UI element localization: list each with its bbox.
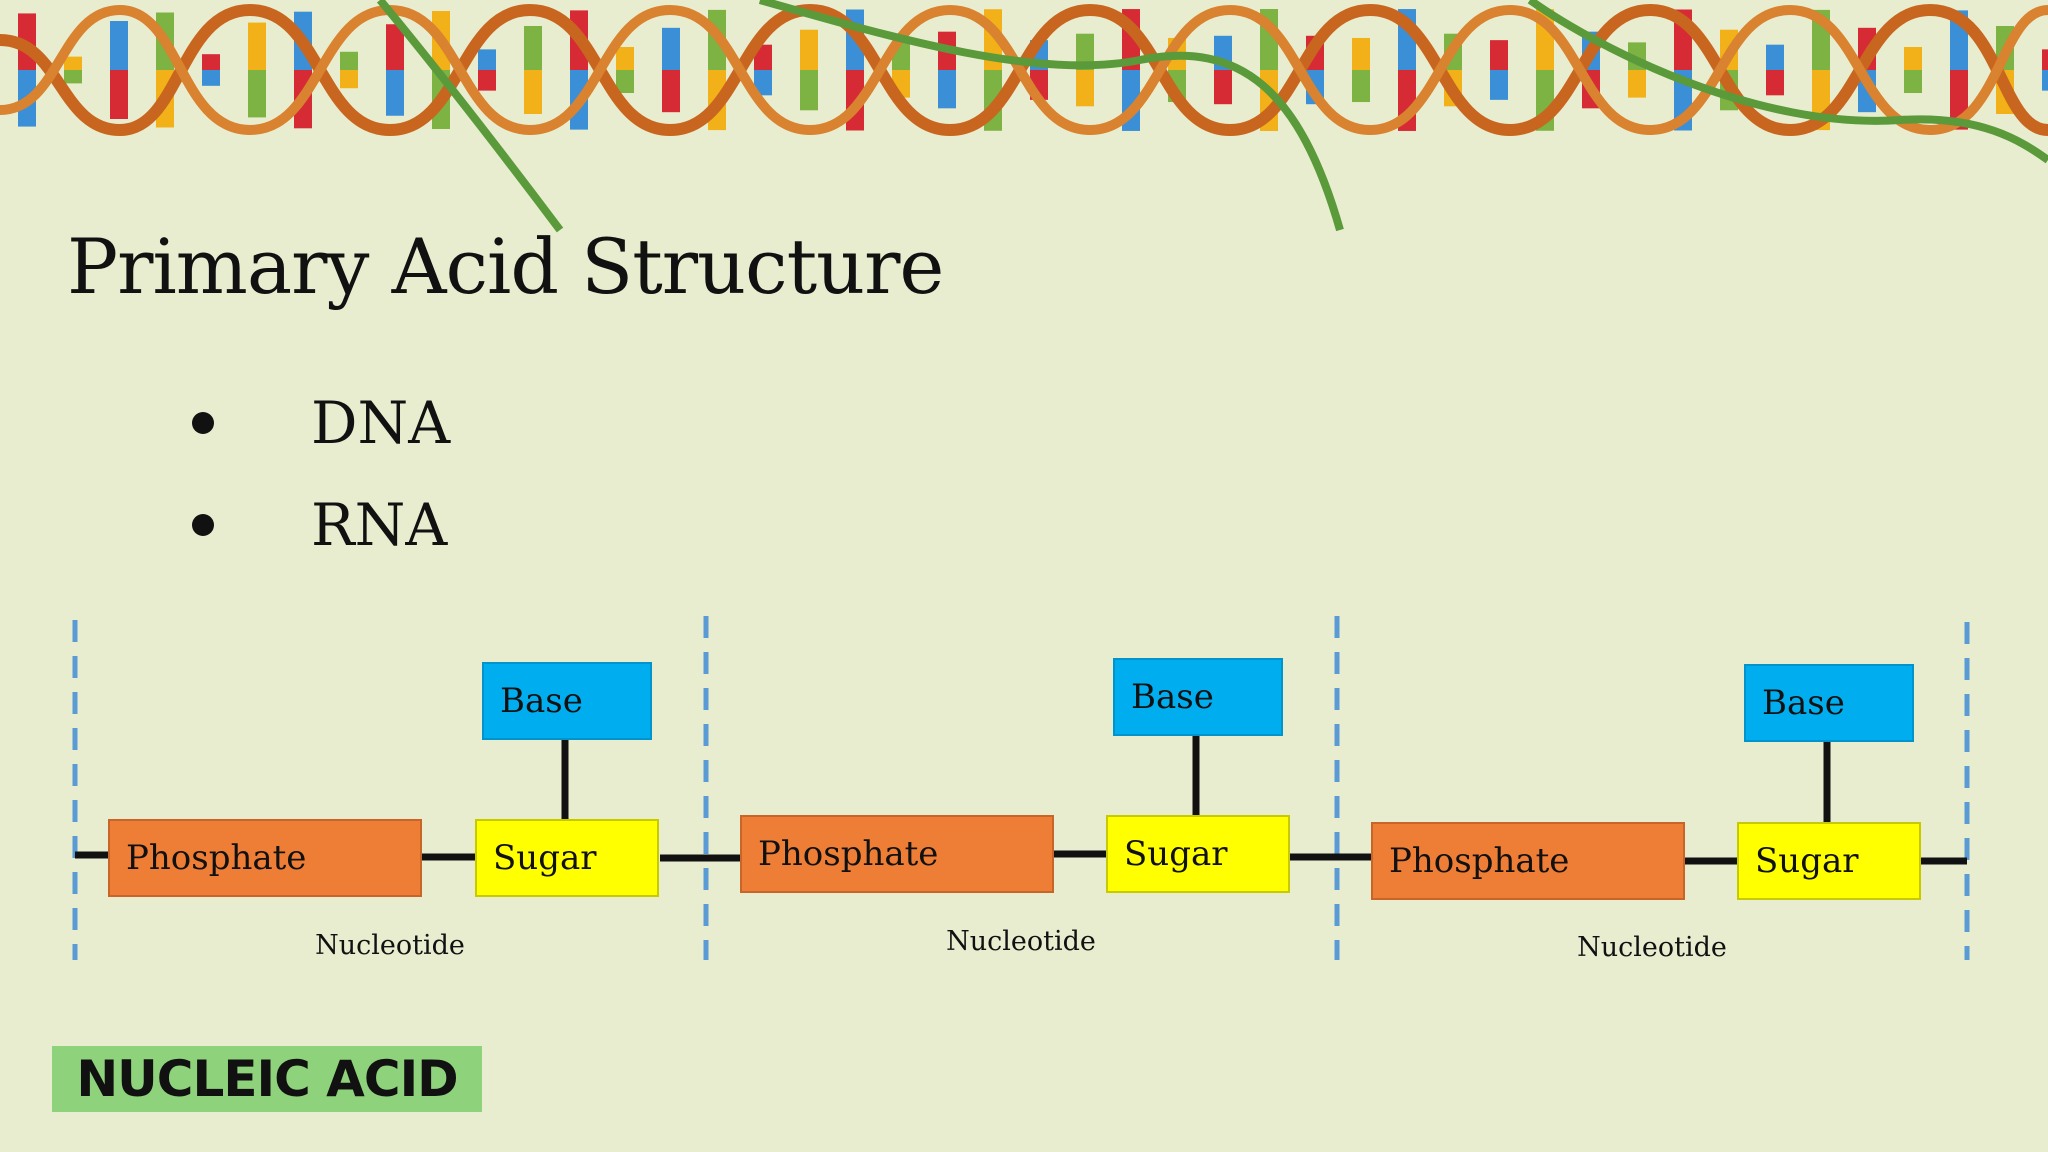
helix-rung — [938, 70, 956, 109]
sugar-box: Sugar — [475, 819, 659, 897]
helix-rung — [386, 70, 404, 116]
helix-rung — [1214, 70, 1232, 105]
base-box: Base — [1744, 664, 1914, 742]
helix-rung — [524, 25, 542, 70]
bullet-text: DNA — [311, 389, 451, 457]
helix-rung — [800, 70, 818, 111]
helix-rung — [1628, 70, 1646, 98]
helix-green-strand-2 — [758, 0, 1344, 232]
bullet-text: RNA — [311, 491, 448, 559]
nucleotide-label: Nucleotide — [1577, 932, 1727, 963]
sugar-box: Sugar — [1106, 815, 1290, 893]
dna-helix-banner — [0, 0, 2048, 233]
helix-green-strand-3 — [1527, 0, 2048, 164]
phosphate-box: Phosphate — [108, 819, 422, 897]
helix-backbone-b — [0, 4, 2048, 136]
helix-rung — [1490, 40, 1508, 70]
helix-rung — [662, 70, 680, 113]
helix-rung — [800, 29, 818, 70]
base-box: Base — [482, 662, 652, 740]
bullet-list: DNA RNA — [192, 372, 450, 576]
helix-rung — [616, 47, 634, 70]
helix-rung — [524, 70, 542, 115]
helix-rung — [248, 22, 266, 70]
helix-rung — [478, 70, 496, 91]
helix-rung — [754, 70, 772, 96]
nucleotide-label: Nucleotide — [315, 930, 465, 961]
slide-title: Primary Acid Structure — [67, 222, 944, 311]
helix-rung — [110, 20, 128, 70]
helix-rung — [64, 70, 82, 84]
helix-rung — [202, 70, 220, 86]
helix-rung — [1766, 44, 1784, 70]
bullet-item: RNA — [192, 474, 450, 576]
helix-rung — [202, 54, 220, 70]
helix-rung — [340, 70, 358, 89]
helix-rung — [1076, 70, 1094, 107]
phosphate-box: Phosphate — [1371, 822, 1685, 900]
helix-rung — [248, 70, 266, 118]
helix-rung — [2042, 70, 2048, 91]
helix-rung — [1352, 70, 1370, 103]
helix-green-strand-1 — [376, 0, 564, 233]
helix-rung — [64, 56, 82, 70]
diagram-connectors — [72, 616, 1970, 960]
base-box: Base — [1113, 658, 1283, 736]
helix-rung — [1076, 33, 1094, 70]
helix-rung — [616, 70, 634, 93]
helix-rung — [386, 24, 404, 70]
sugar-box: Sugar — [1737, 822, 1921, 900]
helix-rung — [1904, 70, 1922, 93]
bullet-dot-icon — [192, 514, 214, 536]
nucleotide-label: Nucleotide — [946, 926, 1096, 957]
helix-rung — [110, 70, 128, 120]
helix-rung — [1352, 37, 1370, 70]
bullet-dot-icon — [192, 412, 214, 434]
helix-rung — [1766, 70, 1784, 96]
helix-rung — [478, 49, 496, 70]
helix-rung — [340, 51, 358, 70]
bullet-item: DNA — [192, 372, 450, 474]
helix-rung — [1904, 47, 1922, 70]
helix-rung — [2042, 49, 2048, 70]
helix-rung — [1490, 70, 1508, 100]
helix-rung — [662, 27, 680, 70]
phosphate-box: Phosphate — [740, 815, 1054, 893]
nucleic-acid-badge: NUCLEIC ACID — [52, 1046, 482, 1112]
nucleotide-chain-diagram: Phosphate Sugar Base Nucleotide Phosphat… — [0, 600, 2048, 980]
